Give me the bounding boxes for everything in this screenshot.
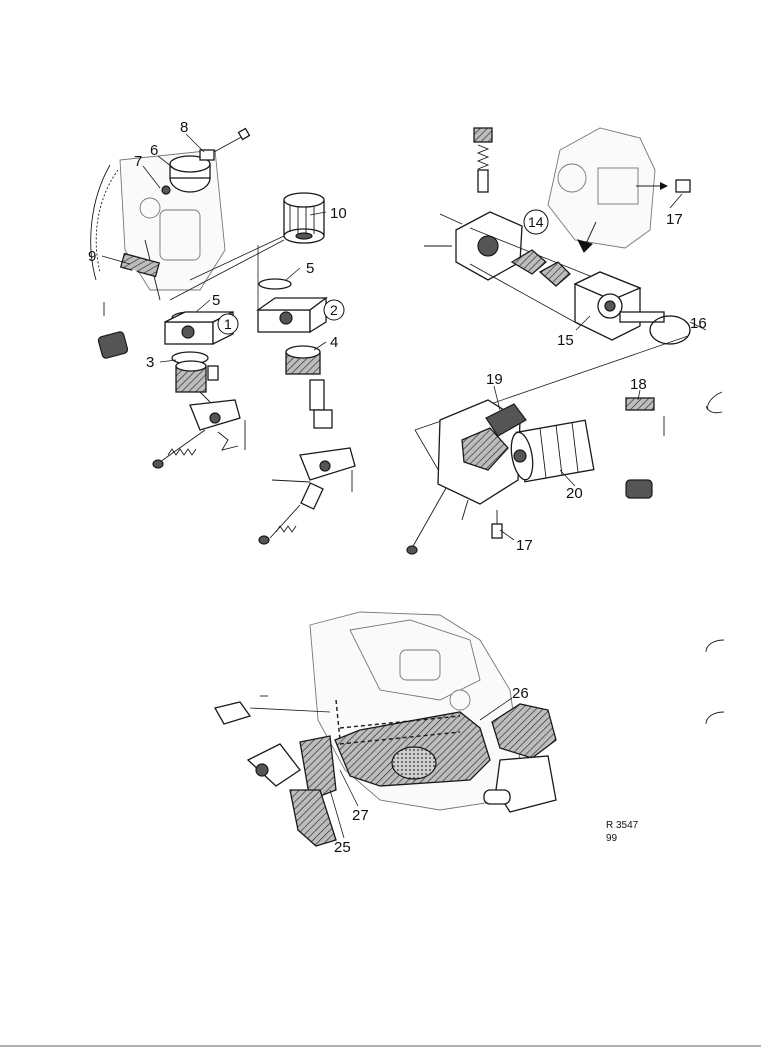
- filter-leader-a: [189, 235, 285, 281]
- callout-14: 14: [528, 214, 544, 230]
- callout-15: 15: [557, 332, 574, 349]
- oil-pressure-sender: [161, 127, 251, 195]
- sender-terminal: [199, 149, 215, 161]
- port-outline: [139, 197, 161, 219]
- callout-8: 8: [180, 119, 188, 136]
- bottom-engine-assembly: [214, 611, 557, 847]
- inner-rotor: [538, 261, 571, 287]
- filter-leader-b: [169, 239, 285, 301]
- callout-circle-2: [323, 299, 345, 321]
- outer-rotor: [510, 249, 547, 275]
- callout-labels: 8 7 6 10 9 5 5 1 2 3 4 14 17 16 15 19 18…: [88, 119, 707, 856]
- relief-spring-1: [159, 429, 206, 463]
- callout-7: 7: [134, 153, 142, 170]
- callout-10: 10: [330, 205, 347, 222]
- flywheel-rim: [90, 164, 111, 281]
- top-left-assembly: [90, 127, 356, 545]
- filter-housing-2: [255, 278, 356, 545]
- page-marks: [0, 391, 761, 1047]
- callout-9: 9: [88, 248, 96, 265]
- callout-25: 25: [334, 839, 351, 856]
- callout-16: 16: [690, 315, 707, 332]
- o-ring-5b: [258, 278, 292, 290]
- spin-on-filter: [510, 419, 595, 483]
- callout-2: 2: [330, 302, 338, 318]
- callout-19: 19: [486, 371, 503, 388]
- oil-pickup: [97, 252, 160, 359]
- callout-3: 3: [146, 354, 154, 371]
- pump-body: [573, 271, 665, 341]
- callout-17-bottom: 17: [516, 537, 533, 554]
- oil-line-return: [339, 731, 461, 745]
- filter-housing-1: [152, 310, 246, 469]
- callout-17-top: 17: [666, 211, 683, 228]
- reference-number: 99: [606, 833, 618, 844]
- oil-filter-cartridge: [283, 192, 325, 244]
- clip: [217, 431, 239, 451]
- long-bolt: [411, 487, 447, 549]
- filter-mount-outline: [159, 209, 201, 261]
- sender-washer: [161, 185, 171, 195]
- callout-20: 20: [566, 485, 583, 502]
- air-housing: [495, 755, 557, 813]
- callout-18: 18: [630, 376, 647, 393]
- adapter-gasket-19: [461, 427, 509, 471]
- callout-26: 26: [512, 685, 529, 702]
- oil-pressure-switch-17b: [491, 523, 503, 539]
- callout-6: 6: [150, 142, 158, 159]
- callout-27: 27: [352, 807, 369, 824]
- intake-hose: [491, 703, 557, 759]
- hole-mark-2: [705, 639, 725, 653]
- bracket: [214, 701, 252, 725]
- reference-block: R 3547 99: [606, 820, 639, 844]
- lower-hose-25: [289, 789, 337, 847]
- callout-5-lower: 5: [212, 292, 220, 309]
- pump-o-ring: [649, 315, 691, 345]
- flywheel-outline: [95, 169, 119, 273]
- pulley: [391, 746, 437, 780]
- callout-leaders: [101, 133, 707, 839]
- left-filter-head: [246, 743, 301, 787]
- seal-4: [285, 345, 321, 359]
- callout-circle-1: [217, 313, 239, 335]
- relief-plug: [473, 127, 493, 193]
- top-right-assembly: [424, 127, 691, 345]
- hole-mark-3: [705, 711, 725, 725]
- callout-5-upper: 5: [306, 260, 314, 277]
- callout-1: 1: [224, 316, 232, 332]
- oil-pickup-18: [625, 397, 665, 499]
- cooler-core: [299, 735, 337, 801]
- relief-spring-2: [269, 504, 301, 539]
- callout-4: 4: [330, 334, 338, 351]
- callout-circle-14: [523, 209, 549, 235]
- middle-right-assembly: [406, 335, 689, 555]
- oil-line-feed: [339, 715, 461, 729]
- reference-code: R 3547: [606, 820, 639, 831]
- oil-pressure-switch-17a: [675, 179, 691, 193]
- sender-bolt: [213, 134, 246, 153]
- hole-mark-1: [707, 391, 723, 411]
